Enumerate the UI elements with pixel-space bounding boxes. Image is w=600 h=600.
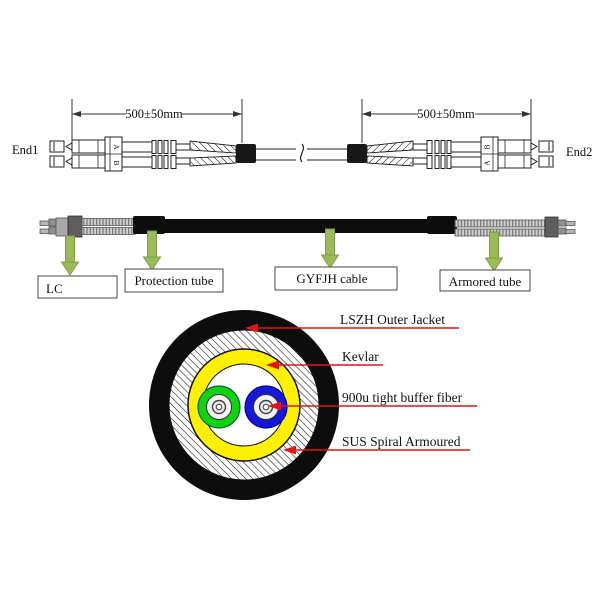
- lc-connector-end2: B A: [366, 136, 554, 172]
- part-label-boxes: LC Protection tube GYFJH cable Armored t…: [37, 266, 531, 299]
- armored-tube-photo: [454, 216, 576, 238]
- fiber-green: [197, 385, 241, 429]
- sus-spiral-armoured-label: SUS Spiral Armoured: [342, 434, 461, 449]
- end1-clip-letter-b: B: [112, 160, 121, 165]
- end1-clip-letter-a: A: [112, 144, 121, 150]
- center-cable: [236, 143, 367, 164]
- cable-side-view: LC Protection tube GYFJH cable Armored t…: [37, 215, 576, 299]
- end2-label: End2: [566, 145, 592, 159]
- assembly-drawing: End1 End2 500±50mm 500±50mm A B: [12, 99, 592, 172]
- cable-break-symbol: [299, 143, 305, 163]
- protection-tube-arrow: [143, 230, 161, 271]
- gyfjh-cable-arrow: [321, 228, 339, 269]
- armored-tube-label: Armored tube: [449, 274, 522, 289]
- buffer-fiber-label: 900u tight buffer fiber: [342, 390, 463, 405]
- gyfjh-cable-body: [133, 216, 457, 234]
- gyfjh-cable-label: GYFJH cable: [296, 271, 367, 286]
- lszh-outer-jacket-label: LSZH Outer Jacket: [340, 312, 445, 327]
- left-dimension-label: 500±50mm: [125, 107, 183, 121]
- fiber-blue: [244, 385, 288, 429]
- lc-arrow: [61, 235, 79, 276]
- end2-clip-letter-b: B: [483, 144, 492, 149]
- callout-arrowheads: [245, 323, 296, 455]
- callout-leaders: [247, 327, 477, 451]
- lc-connector-photo: [39, 215, 136, 238]
- kevlar-label: Kevlar: [342, 349, 379, 364]
- cable-cross-section: LSZH Outer Jacket Kevlar 900u tight buff…: [149, 310, 477, 500]
- dimension-lines: 500±50mm 500±50mm: [71, 99, 532, 143]
- armored-tube-arrow: [485, 231, 503, 272]
- lc-label: LC: [46, 281, 63, 296]
- lc-connector-end1: A B: [49, 136, 237, 172]
- right-dimension-label: 500±50mm: [417, 107, 475, 121]
- end2-clip-letter-a: A: [483, 160, 492, 166]
- protection-tube-label: Protection tube: [134, 273, 213, 288]
- end1-label: End1: [12, 143, 38, 157]
